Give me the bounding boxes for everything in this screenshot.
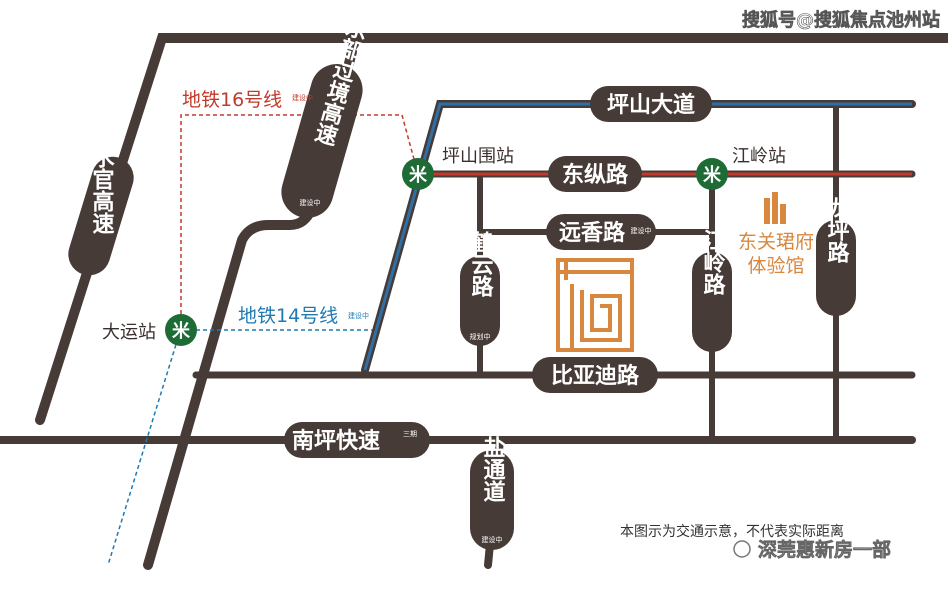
metro16-dashed	[180, 114, 419, 328]
label-pingshan-avenue: 坪山大道	[590, 86, 712, 122]
watermark-top: 搜狐号@搜狐焦点池州站	[742, 9, 940, 31]
label-pingyan-channel: 坪盐通道 建设中	[470, 414, 514, 550]
watermark-bottom: 深莞惠新房一部	[733, 538, 891, 561]
biyadi-text: 比亚迪路	[551, 363, 640, 389]
watermark-bottom-text: 深莞惠新房一部	[758, 538, 891, 561]
disclaimer-text: 本图示为交通示意，不代表实际距离	[620, 523, 844, 540]
metro14-label: 地铁14号线 建设中	[238, 305, 369, 327]
metro-station-icon	[402, 158, 434, 190]
label-dongbu-expressway: 东部过境高速 建设中	[281, 13, 371, 218]
station-jiangling: 米 江岭站	[696, 146, 786, 190]
label-longping-road: 龙坪路	[816, 197, 856, 316]
nanping-text: 南坪快速	[292, 428, 380, 454]
shuiguan-text: 水官高速	[89, 146, 115, 234]
station-dayun-label: 大运站	[102, 322, 156, 343]
station-jiangling-label: 江岭站	[732, 146, 786, 167]
metro-glyph-icon: 米	[703, 164, 722, 186]
pingyan-note: 建设中	[482, 535, 503, 544]
wechat-icon	[733, 540, 751, 558]
label-jiangling-road: 江岭路	[692, 229, 732, 352]
project-marker: 东关珺府 体验馆	[738, 192, 814, 277]
metro14-dashed-south	[107, 337, 179, 566]
station-pingshanwei: 米 坪山围站	[402, 146, 514, 190]
building-icon	[764, 192, 786, 224]
label-shuiguan-expressway: 水官高速	[68, 146, 134, 276]
longping-text: 龙坪路	[824, 197, 850, 263]
station-pingshanwei-label: 坪山围站	[442, 146, 514, 167]
yuanxiang-text: 远香路	[559, 220, 626, 246]
metro16-label: 地铁16号线 建设中	[182, 89, 313, 111]
dongzong-text: 东纵路	[562, 162, 629, 188]
heyun-text: 鹤云路	[468, 230, 494, 297]
station-dayun: 米 大运站	[102, 314, 197, 346]
metro-glyph-icon: 米	[409, 164, 428, 186]
jiangling-text: 江岭路	[700, 229, 726, 295]
nanping-note: 三期	[403, 430, 417, 438]
pingyan-text: 坪盐通道	[480, 414, 506, 502]
metro-glyph-icon: 米	[172, 320, 191, 342]
label-dongzong-road: 东纵路	[548, 156, 642, 192]
road-top	[35, 33, 948, 425]
label-biyadi-road: 比亚迪路	[532, 357, 658, 393]
dongbu-note: 建设中	[300, 198, 321, 207]
label-heyun-road: 鹤云路 规划中	[460, 230, 500, 346]
metro-station-icon	[165, 314, 197, 346]
heyun-note: 规划中	[470, 332, 491, 341]
project-logo-icon	[556, 258, 634, 352]
metro16-text: 地铁16号线	[182, 89, 282, 111]
metro-station-icon	[696, 158, 728, 190]
metro16-note: 建设中	[292, 93, 313, 102]
project-name: 东关珺府	[738, 231, 814, 253]
label-nanping-expressway: 南坪快速 三期	[284, 422, 430, 458]
pingshan-avenue-text: 坪山大道	[607, 92, 695, 118]
project-subname: 体验馆	[747, 255, 804, 277]
metro14-track	[363, 102, 912, 371]
metro14-text: 地铁14号线	[238, 305, 338, 327]
metro14-note: 建设中	[348, 311, 369, 320]
label-yuanxiang-road: 远香路 建设中	[546, 214, 656, 250]
yuanxiang-note: 建设中	[631, 226, 652, 235]
